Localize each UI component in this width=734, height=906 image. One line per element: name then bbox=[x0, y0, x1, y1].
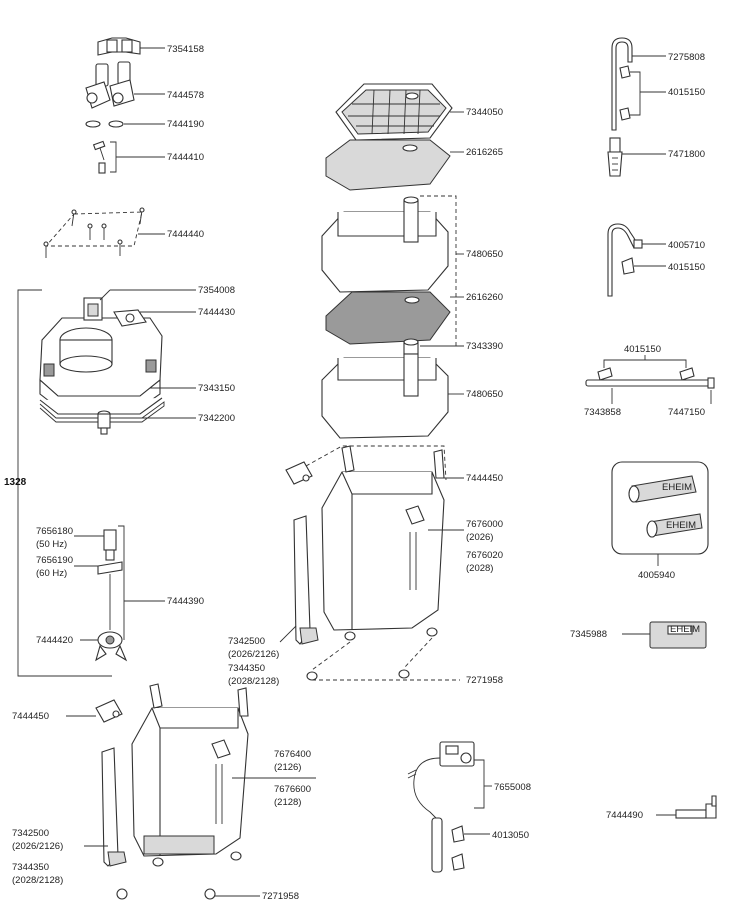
filter-basket-lower bbox=[321, 353, 449, 439]
label-7676400-note: (2126) bbox=[274, 762, 301, 773]
label-4015150-b: 4015150 bbox=[668, 262, 705, 273]
label-7342500-a-note: (2026/2126) bbox=[228, 649, 279, 660]
label-7343390: 7343390 bbox=[466, 341, 503, 352]
label-7656190: 7656190 bbox=[36, 555, 73, 566]
gasket-ring bbox=[39, 401, 165, 423]
hose-part-1: EHEIM bbox=[628, 475, 697, 503]
filter-basket-upper bbox=[321, 196, 449, 293]
label-4015150-c: 4015150 bbox=[624, 344, 661, 355]
label-7444450-a: 7444450 bbox=[466, 473, 503, 484]
label-7676400: 7676400 bbox=[274, 749, 311, 760]
label-7471800: 7471800 bbox=[668, 149, 705, 160]
valve-pair-part bbox=[85, 61, 135, 109]
pump-head-part bbox=[39, 297, 163, 409]
label-7275808: 7275808 bbox=[668, 52, 705, 63]
label-7344050: 7344050 bbox=[466, 107, 503, 118]
label-2616265: 2616265 bbox=[466, 147, 503, 158]
packet-brand-text: EHEIM bbox=[670, 624, 700, 635]
label-7655008: 7655008 bbox=[494, 782, 531, 793]
label-7444578: 7444578 bbox=[167, 90, 204, 101]
label-7480650-b: 7480650 bbox=[466, 389, 503, 400]
impeller-bracket bbox=[118, 525, 125, 640]
label-7342500-a: 7342500 bbox=[228, 636, 265, 647]
outlet-pipe-part bbox=[607, 223, 643, 297]
hose-brand-text-2: EHEIM bbox=[666, 520, 696, 531]
label-1328: 1328 bbox=[4, 477, 27, 488]
label-7676020: 7676020 bbox=[466, 550, 503, 561]
suction-cup-part bbox=[451, 825, 465, 871]
strainer-part bbox=[607, 137, 623, 177]
label-7444430: 7444430 bbox=[198, 307, 235, 318]
group-bracket-1328 bbox=[17, 289, 112, 677]
handle-clip-part-b bbox=[95, 699, 123, 723]
handle-clip-part bbox=[285, 461, 313, 485]
label-7480650-a: 7480650 bbox=[466, 249, 503, 260]
label-7343150: 7343150 bbox=[198, 383, 235, 394]
feet-part-b bbox=[116, 851, 242, 900]
label-7354158: 7354158 bbox=[167, 44, 204, 55]
grid-plate-part bbox=[335, 83, 453, 141]
impeller-part bbox=[95, 529, 128, 662]
label-7343858: 7343858 bbox=[584, 407, 621, 418]
hose-brand-text-1: EHEIM bbox=[662, 482, 692, 493]
label-7354008: 7354008 bbox=[198, 285, 235, 296]
intake-pipe-part bbox=[611, 37, 633, 131]
label-4005710: 4005710 bbox=[668, 240, 705, 251]
tool-part bbox=[675, 795, 717, 819]
label-7444490: 7444490 bbox=[606, 810, 643, 821]
label-7444450-b: 7444450 bbox=[12, 711, 49, 722]
label-7444410: 7444410 bbox=[167, 152, 204, 163]
spray-bar-part bbox=[585, 367, 715, 389]
seal-part bbox=[403, 338, 419, 355]
label-4005940: 4005940 bbox=[638, 570, 675, 581]
hose-part-2: EHEIM bbox=[646, 513, 703, 538]
heater-part bbox=[407, 741, 475, 873]
canister-part-b bbox=[131, 683, 249, 857]
adapter-part bbox=[97, 410, 111, 435]
hose-box bbox=[611, 461, 709, 555]
o-ring-right bbox=[108, 120, 124, 128]
label-7344350-b: 7344350 bbox=[12, 862, 49, 873]
label-7676000: 7676000 bbox=[466, 519, 503, 530]
label-7676020-note: (2028) bbox=[466, 563, 493, 574]
label-7444420: 7444420 bbox=[36, 635, 73, 646]
label-4013050: 4013050 bbox=[492, 830, 529, 841]
label-7344350-a: 7344350 bbox=[228, 663, 265, 674]
filter-pad-lower bbox=[325, 291, 451, 345]
label-7345988: 7345988 bbox=[570, 629, 607, 640]
label-7447150: 7447150 bbox=[668, 407, 705, 418]
label-7676600-note: (2128) bbox=[274, 797, 301, 808]
label-7656180-note: (50 Hz) bbox=[36, 539, 67, 550]
label-7271958-a: 7271958 bbox=[466, 675, 503, 686]
label-7342200: 7342200 bbox=[198, 413, 235, 424]
label-7444190: 7444190 bbox=[167, 119, 204, 130]
label-7676000-note: (2026) bbox=[466, 532, 493, 543]
label-7344350-a-note: (2028/2128) bbox=[228, 676, 279, 687]
label-7656180: 7656180 bbox=[36, 526, 73, 537]
label-7342500-b: 7342500 bbox=[12, 828, 49, 839]
grease-packet-part: EHEIM bbox=[649, 621, 707, 649]
label-7444390: 7444390 bbox=[167, 596, 204, 607]
canister-part bbox=[321, 445, 445, 631]
label-2616260: 2616260 bbox=[466, 292, 503, 303]
o-ring-left bbox=[85, 120, 101, 128]
screw-part bbox=[92, 140, 106, 174]
side-tube-part bbox=[293, 515, 319, 645]
label-7344350-b-note: (2028/2128) bbox=[12, 875, 63, 886]
label-7656190-note: (60 Hz) bbox=[36, 568, 67, 579]
label-7342500-b-note: (2026/2126) bbox=[12, 841, 63, 852]
filter-pad-part bbox=[325, 139, 451, 191]
label-4015150-a: 4015150 bbox=[668, 87, 705, 98]
label-7444440: 7444440 bbox=[167, 229, 204, 240]
screw-set-part bbox=[43, 207, 145, 258]
clamp-bar-part bbox=[97, 37, 141, 56]
label-7676600: 7676600 bbox=[274, 784, 311, 795]
label-7271958-b: 7271958 bbox=[262, 891, 299, 902]
side-tube-part-b bbox=[101, 747, 127, 867]
